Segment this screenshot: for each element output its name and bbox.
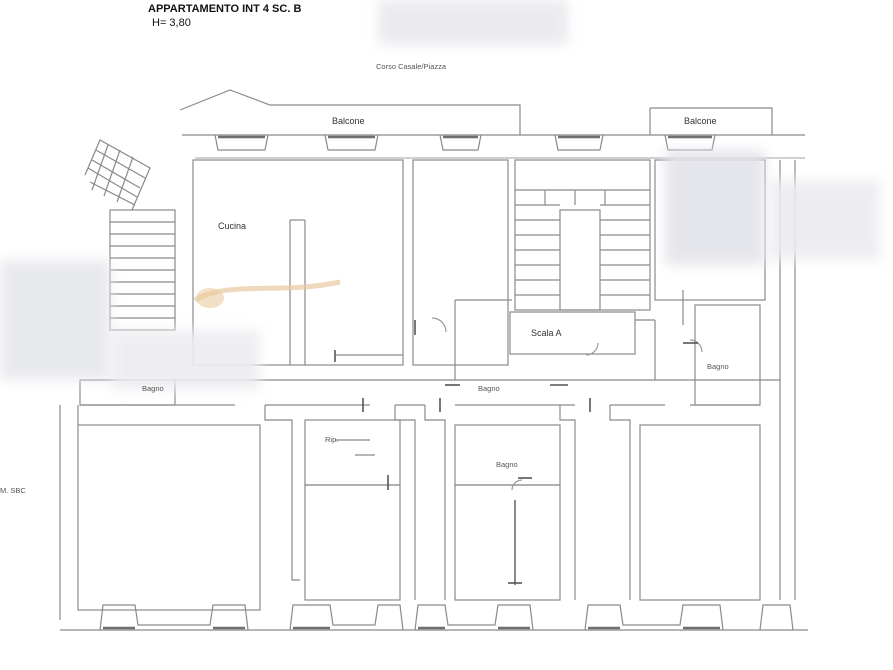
room-label-rip: Rip.	[325, 435, 339, 444]
balcony-left-outline	[179, 89, 521, 135]
room-label-scala: Scala A	[531, 328, 562, 338]
watermark-blur-top	[378, 0, 568, 45]
watermark-blur-right-edge	[770, 180, 880, 260]
left-stair-outline	[84, 139, 151, 211]
watermark-blur-left-mid	[110, 330, 260, 390]
edge-label: M. SBC	[0, 486, 26, 495]
room-cucina	[192, 159, 404, 366]
room-corridor	[412, 159, 509, 366]
room-lower-1	[77, 424, 261, 611]
street-label: Corso Casale/Piazza	[376, 62, 447, 71]
room-label-bagno-left: Bagno	[142, 384, 164, 393]
room-label-bagno-small: Bagno	[496, 460, 518, 469]
room-lower-2	[304, 484, 401, 601]
room-label-balcone-right: Balcone	[684, 116, 717, 126]
room-bagno-center	[454, 424, 561, 486]
watermark-blur-right	[665, 150, 765, 265]
room-bagno-right	[694, 304, 761, 406]
room-ripostiglio	[304, 419, 401, 486]
room-label-bagno-center: Bagno	[478, 384, 500, 393]
balcony-right-outline	[650, 107, 773, 135]
room-label-bagno-right: Bagno	[707, 362, 729, 371]
room-lower-3	[454, 484, 561, 601]
room-label-cucina: Cucina	[218, 221, 247, 231]
ceiling-height: H= 3,80	[152, 17, 191, 29]
room-lower-4	[639, 424, 761, 601]
scala-landing	[509, 311, 636, 355]
room-label-balcone-left: Balcone	[332, 116, 365, 126]
watermark-swoosh	[193, 279, 341, 308]
watermark-blur-left	[0, 260, 110, 380]
plan-title: APPARTAMENTO INT 4 SC. B	[148, 3, 302, 15]
